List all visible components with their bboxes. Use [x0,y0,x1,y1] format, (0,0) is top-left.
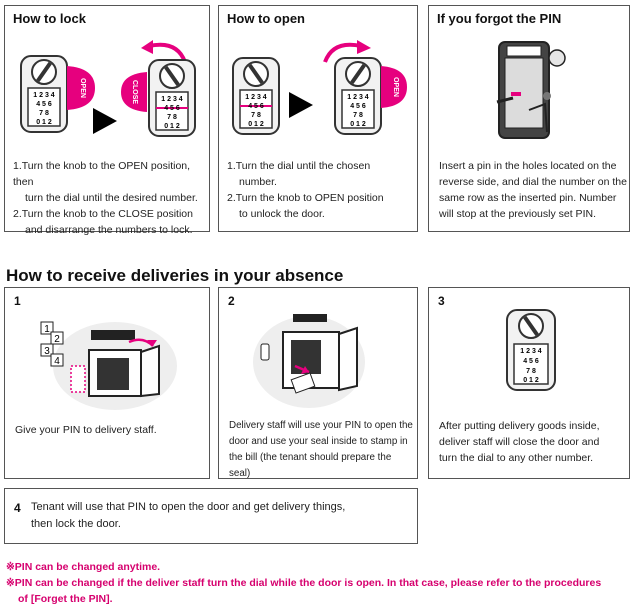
dial-row-1: 1 2 3 4 [33,92,55,99]
mailbox-pin-illustration: 1 2 3 4 [40,321,177,410]
dial-row-2: 4 5 6 [164,105,180,112]
step-3-line: turn the dial to any other number. [439,452,594,464]
forgot-text-line: will stop at the previously set PIN. [439,208,596,220]
open-label: OPEN [392,77,399,97]
dial-row-4: 0 1 2 [350,121,366,128]
lock-step-line: turn the dial until the desired number. [25,192,198,204]
right-triangle-arrow [93,108,117,134]
open-step-line: 2.Turn the knob to OPEN position [227,192,384,204]
step-4-line: then lock the door. [31,518,121,530]
lock-reverse-side-illustration [496,41,566,139]
dial-row-3: 7 8 [526,368,536,375]
dial-row-2: 4 5 6 [248,103,264,110]
step-3-line: After putting delivery goods inside, [439,420,600,432]
open-step-line: to unlock the door. [239,208,325,220]
lock-illustration-close: 1 2 3 4 4 5 6 7 8 0 1 2 [148,59,196,137]
open-instructions: 1.Turn the dial until the chosen number.… [227,158,415,222]
step-2-line: Delivery staff will use your PIN to open… [229,420,413,431]
close-arrow-badge: CLOSE [121,72,147,112]
open-arrow-badge: OPEN [381,66,407,108]
close-label: CLOSE [131,80,138,104]
dial-row-3: 7 8 [251,112,261,119]
forgot-pin-instructions: Insert a pin in the holes located on the… [439,158,627,222]
dial-row-3: 7 8 [39,110,49,117]
note-pin-changed-by-staff: ※PIN can be changed if the deliver staff… [6,577,602,589]
dial-row-1: 1 2 3 4 [347,94,369,101]
delivery-step-2-panel: 2 Delivery staff will use your PIN to op… [218,287,418,479]
lock-step-line: 2.Turn the knob to the CLOSE position [13,208,193,220]
pin-tags: 1 2 3 4 [40,321,64,367]
lock-illustration-open: 1 2 3 4 4 5 6 7 8 0 1 2 [20,55,68,133]
lock-step-line: and disarrange the numbers to lock. [25,224,193,236]
how-to-lock-panel: How to lock 1 2 3 4 4 5 6 7 8 0 1 2 OPEN… [4,5,210,236]
open-step-line: 1.Turn the dial until the chosen [227,160,371,172]
delivery-step-4-panel: 4 Tenant will use that PIN to open the d… [4,488,418,544]
dial-row-4: 0 1 2 [248,121,264,128]
delivery-step-3-text: After putting delivery goods inside, del… [439,418,627,466]
dial-row-2: 4 5 6 [523,358,539,365]
step-2-line: door and use your seal inside to stamp i… [229,436,408,447]
right-triangle-arrow [289,92,313,118]
open-step-line: number. [239,176,277,188]
how-to-open-title: How to open [227,11,305,26]
pin-tag-1: 1 [44,324,50,335]
delivery-step-1-panel: 1 1 2 3 4 Give your PIN to delivery staf… [4,287,210,479]
pin-tag-2: 2 [54,334,60,345]
lock-illustration-locked: 1 2 3 4 4 5 6 7 8 0 1 2 [506,309,556,391]
forgot-text-line: reverse side, and dial the number on the [439,176,627,188]
dial-row-4: 0 1 2 [164,123,180,130]
dial-row-1: 1 2 3 4 [161,96,183,103]
step-number: 3 [438,294,445,308]
how-to-open-panel: How to open 1 2 3 4 4 5 6 7 8 0 1 2 1 2 … [218,5,418,232]
dial-row-2: 4 5 6 [36,101,52,108]
step-number: 4 [14,501,21,515]
delivery-section-title: How to receive deliveries in your absenc… [6,266,344,285]
step-number: 1 [14,294,21,308]
lock-instructions: 1.Turn the knob to the OPEN position, th… [13,158,207,238]
lock-illustration-opened: 1 2 3 4 4 5 6 7 8 0 1 2 [334,57,382,135]
open-label: OPEN [79,78,86,98]
forgot-pin-panel: If you forgot the PIN Insert a pin in th… [428,5,630,232]
dial-row-2: 4 5 6 [350,103,366,110]
lock-step-line: 1.Turn the knob to the OPEN position, th… [13,160,191,188]
forgot-text-line: Insert a pin in the holes located on the [439,160,617,172]
step-3-line: deliver staff will close the door and [439,436,600,448]
pin-tag-3: 3 [44,346,50,357]
delivery-step-3-panel: 3 1 2 3 4 4 5 6 7 8 0 1 2 After putting … [428,287,630,479]
dial-row-4: 0 1 2 [523,377,539,384]
dial-row-4: 0 1 2 [36,119,52,126]
dial-row-3: 7 8 [353,112,363,119]
open-arrow-badge: OPEN [67,66,95,110]
note-pin-changeable: ※PIN can be changed anytime. [6,561,161,573]
forgot-text-line: same row as the inserted pin. Number [439,192,617,204]
dial-row-1: 1 2 3 4 [245,94,267,101]
lock-illustration-dial: 1 2 3 4 4 5 6 7 8 0 1 2 [232,57,280,135]
step-2-line: the bill (the tenant should prepare the … [229,452,392,479]
dial-row-3: 7 8 [167,114,177,121]
step-4-line: Tenant will use that PIN to open the doo… [31,501,346,513]
note-forget-pin-reference: of [Forget the PIN]. [18,593,113,605]
delivery-step-1-text: Give your PIN to delivery staff. [15,424,157,436]
curved-arrow-open [323,40,371,63]
staff-opening-mailbox-illustration [253,314,365,408]
step-number: 2 [228,294,235,308]
dial-row-1: 1 2 3 4 [520,348,542,355]
forgot-pin-title: If you forgot the PIN [437,11,562,26]
how-to-lock-title: How to lock [13,11,86,26]
delivery-step-2-text: Delivery staff will use your PIN to open… [229,418,415,482]
curved-arrow-close [141,40,187,63]
pin-tag-4: 4 [54,356,60,367]
delivery-step-4-text: Tenant will use that PIN to open the doo… [31,499,415,533]
